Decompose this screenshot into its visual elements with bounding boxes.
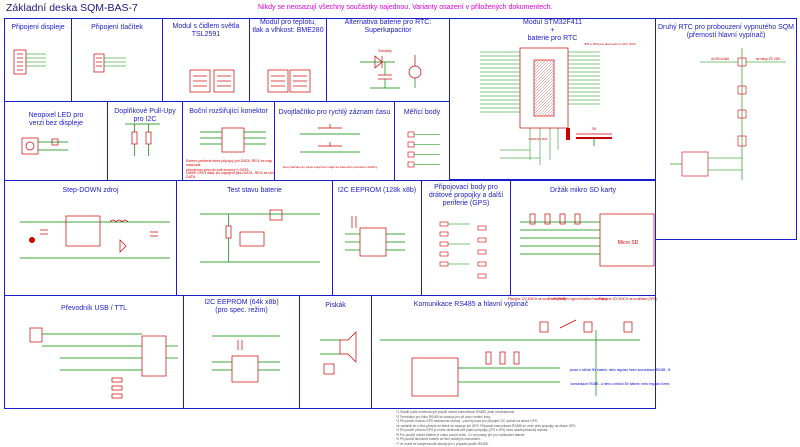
footnote-line: *6 Při použití tlačítkové baterie se liš… [396,437,481,441]
section-title-gps-points: Připojovací body pro drátové propojky a … [428,184,504,207]
bme280-module-symbol [267,69,311,93]
section-title-rtc2: Druhý RTC pro probouzení vypnutého SQM (… [657,24,795,39]
side-connector-note-b: Uvolní GPIO data, po zapojení pinu DATA,… [186,171,274,180]
rs485-option-3: Připojení 12V DNCH na modifikaci (SRR) [599,297,657,301]
gps-connection-points [439,221,487,279]
rs485-circuit [380,319,640,397]
footnote-line: *5 Pro použití vlastní baterie je nutno … [396,432,526,437]
section-title-stepdown: Step-DOWN zdroj [62,187,119,194]
frame-rtc2 [655,18,797,240]
supercap-voltage-label: 3V [592,126,597,131]
section-title-display: Připojení displeje [11,24,65,31]
section-title-pullups: Doplňkové Pull-Upy pro I2C [114,108,176,123]
section-title-side-connector: Boční rozšiřující konektor [189,108,268,115]
frame-rs485 [371,295,656,409]
footnotes: *1 Osadit podle schématu při použití vla… [396,410,656,446]
frame-buzzer [299,295,372,409]
section-title-usb-ttl: Převodník USB / TTL [60,305,127,312]
stepdown-circuit [20,215,170,259]
frame-eeprom128 [332,180,422,296]
footnote-line: *1 Osadit podle schématu při použití vla… [396,410,515,414]
section-title-neopixel: Neopixel LED pro verzi bez displeje [28,112,84,127]
rs485-option-2: Přemostění vypnutí tlačítko Nastavení [553,297,607,301]
section-title-buzzer: Piskák [325,302,346,309]
sd-card-holder-symbol [520,213,655,267]
footnote-line: *2 Terminátor pro linku RS485 se osazuje… [396,414,491,419]
frame-stepdown [4,180,177,296]
rs485-note-a: komunikace RS485 - A nebo u něčích BV ba… [571,382,670,386]
rs485-note-b: pouze u něčích BV baterie, nebo regulací… [570,368,671,372]
section-title-sd-card: Držák mikro SD karty [549,187,617,194]
side-connector-note-a: Externí periferie které připojují pin DA… [186,159,273,172]
neopixel-led-symbol [21,137,68,155]
side-connector-symbol [200,127,266,153]
jumper-note: JP8 a JP9 jsou alternativní k JP1 (SJT) [584,42,636,46]
section-title-rs485: Komunikace RS485 a hlavní vypínač [413,301,529,308]
eeprom128-chip-symbol [345,216,405,257]
stm32-pin-lines [480,51,600,165]
section-title-eeprom128: I2C EEPROM (128k x8b) [337,187,417,194]
frame-sd-card [510,180,656,296]
section-title-rtc-backup: Alternativa baterie pro RTC: Superkapaci… [344,19,432,34]
i2c-pullup-resistors [125,123,160,156]
usb-ttl-circuit [29,327,178,399]
footnote-line: *4 Při použití přívodu GPS je nutné zkra… [396,428,549,432]
section-title-mcu: Modul STM32F411 + baterie pro RTC [522,19,582,42]
section-title-eeprom64: I2C EEPROM (64k x8b) (pro spec. režim) [204,299,279,314]
test-points-symbol [407,131,440,168]
tsl2591-module-symbol [189,69,235,93]
section-title-buttons: Připojení tlačítek [91,24,143,31]
board-title: Základní deska SQM-BAS-7 [6,2,138,14]
footnote-line: Ve variantě se s lišní přívodu ke stěně … [396,423,577,428]
battery-test-circuit [200,209,320,263]
footnote-line: *7 Je nutné se kompenzovat obvody jen v … [396,441,489,446]
section-title-test-points: Měřicí body [403,109,441,116]
section-title-weather: Modul pro teplotu, tlak a vlhkost: BME28… [252,19,324,34]
buzzer-symbol [320,331,357,375]
supercap-circuit [360,55,422,89]
eeprom64-chip-symbol [212,335,280,383]
cr2032-label: CR2032 / BAT [528,137,547,141]
assembly-notice: Nikdy se neosazují všechny součástky naj… [258,4,553,11]
rtc2-pin-note-left: do BV kolíků [711,57,729,61]
rs485-option-1: Připojení 12V DNCH na modifikaci (SRR) [508,297,566,301]
section-title-battery-test: Test stavu baterie [227,187,282,194]
rtc2-pin-note-right: na vstup ZE VDD [756,57,781,61]
second-rtc-circuit [670,48,786,180]
sd-card-label: Micro SD [618,240,639,246]
section-title-light-sensor: Modul s čidlem světla TSL2591 [172,23,240,38]
frame-battery-test [176,180,333,296]
dual-button-note: Dvojí tlačítka pro zápis vstupních údajů… [283,165,378,169]
footnote-line: *3 Při použití modulu GPS nastavovat oso… [396,419,538,423]
schottky-label: Schottky [378,49,392,53]
section-title-dual-button: Dvojtlačítko pro rychlý záznam času [278,109,391,116]
rtc-battery-symbol [566,128,612,146]
buttons-connector-symbol [93,53,105,73]
dual-button-symbol [300,124,360,153]
